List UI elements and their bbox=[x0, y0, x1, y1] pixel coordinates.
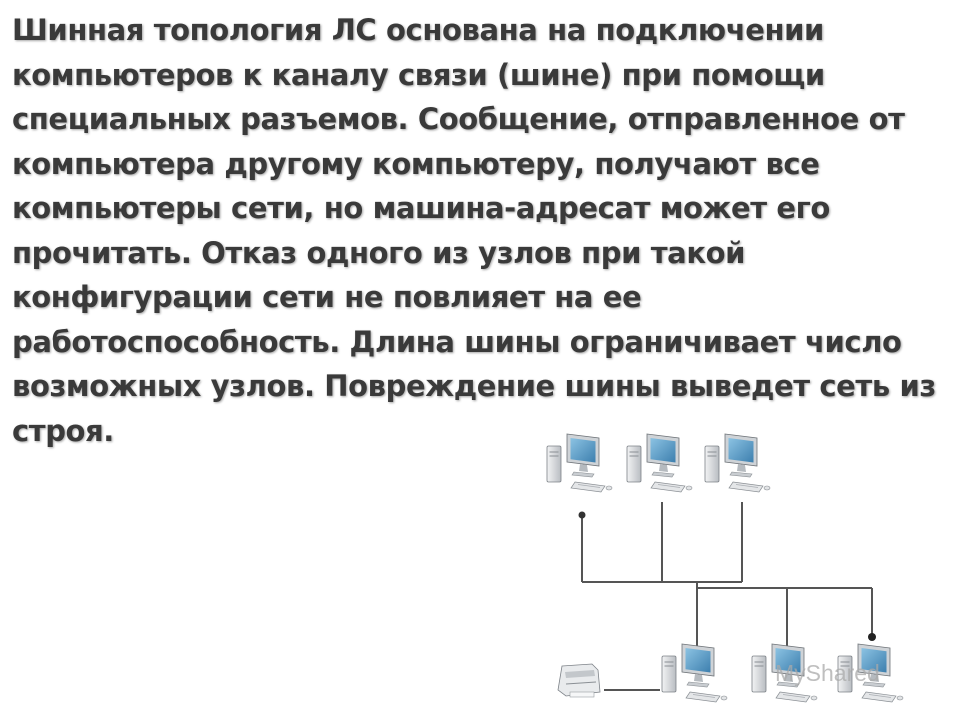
bus-terminator-icon bbox=[578, 511, 586, 519]
workstation-icon bbox=[661, 643, 728, 703]
text-line: компьютера другому компьютеру, получают … bbox=[12, 146, 820, 181]
workstation-icon bbox=[626, 433, 693, 493]
text-line: компьютеров к каналу связи (шине) при по… bbox=[12, 57, 825, 92]
bus-terminator-icon bbox=[868, 633, 876, 641]
printer-icon bbox=[557, 663, 601, 698]
text-line: строя. bbox=[12, 413, 114, 448]
text-line: компьютеры сети, но машина-адресат может… bbox=[12, 191, 830, 225]
workstation-icon bbox=[546, 433, 613, 493]
bus-topology-diagram bbox=[546, 433, 904, 703]
workstation-icon bbox=[704, 433, 771, 493]
text-line: конфигурации сети не повлияет на ее bbox=[12, 280, 642, 314]
watermark-text: MyShared bbox=[775, 660, 880, 686]
bus-cable bbox=[581, 502, 873, 691]
text-line: возможных узлов. Повреждение шины выведе… bbox=[12, 369, 936, 403]
text-line: специальных разъемов. Сообщение, отправл… bbox=[12, 102, 905, 136]
text-line: работоспособность. Длина шины ограничива… bbox=[12, 324, 902, 359]
text-line: Шинная топология ЛС основана на подключе… bbox=[12, 13, 824, 47]
slide-body-text: Шинная топология ЛС основана на подключе… bbox=[12, 8, 947, 453]
text-line: прочитать. Отказ одного из узлов при так… bbox=[12, 235, 746, 270]
